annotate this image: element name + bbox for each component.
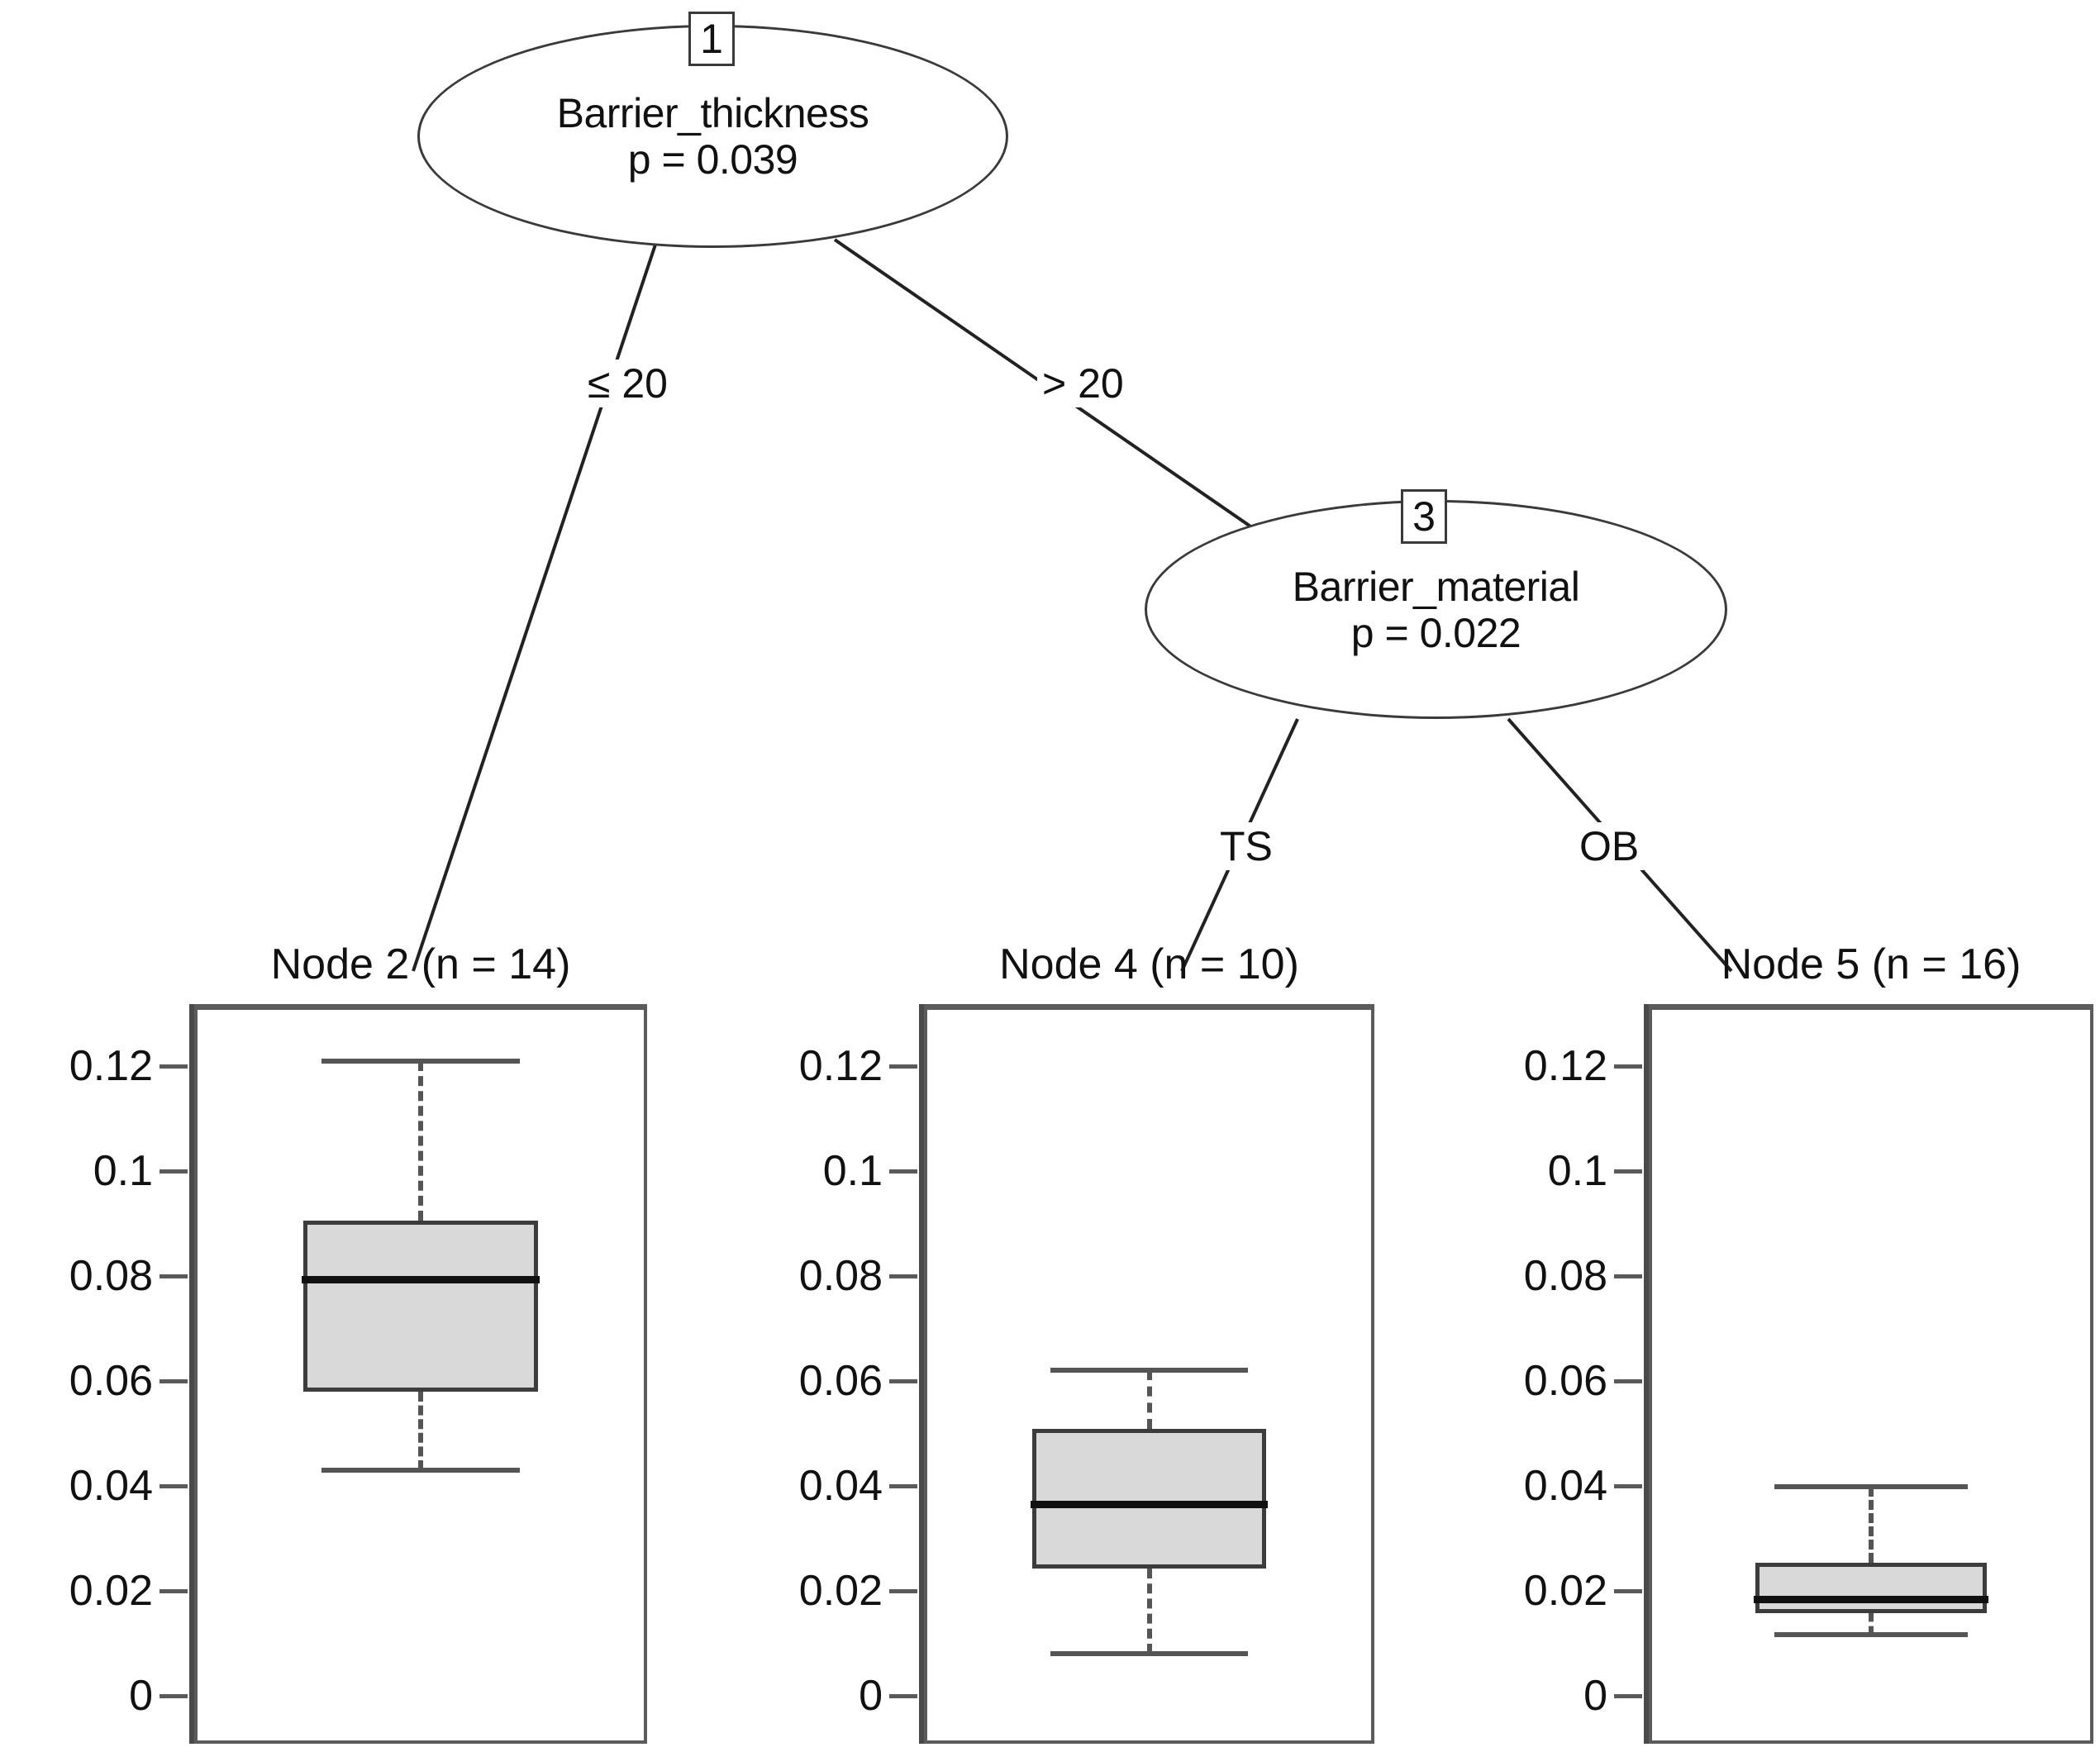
y-tick <box>1614 1589 1642 1593</box>
y-tick <box>160 1379 188 1383</box>
y-tick-label: 0.12 <box>798 1042 883 1090</box>
y-tick <box>1614 1274 1642 1278</box>
whisker-upper <box>418 1060 423 1221</box>
y-axis-line <box>1644 1004 1649 1744</box>
tree-node-3-badge: 3 <box>1401 489 1447 544</box>
y-tick <box>889 1274 917 1278</box>
panel-title: Node 5 (n = 16) <box>1721 940 2021 988</box>
y-tick <box>889 1169 917 1174</box>
y-tick <box>889 1589 917 1593</box>
y-tick <box>160 1694 188 1698</box>
y-tick <box>889 1694 917 1698</box>
whisker-cap-upper <box>1774 1484 1969 1490</box>
y-tick-label: 0.1 <box>822 1147 883 1195</box>
whisker-cap-lower <box>321 1467 520 1473</box>
y-tick-label: 0.02 <box>69 1567 153 1615</box>
y-axis-line <box>919 1004 924 1744</box>
y-tick <box>1614 1064 1642 1069</box>
tree-edges <box>412 238 1733 973</box>
y-tick <box>889 1064 917 1069</box>
y-tick-label: 0.1 <box>1547 1147 1607 1195</box>
y-tick <box>889 1484 917 1488</box>
box-iqr <box>1755 1562 1987 1613</box>
edge-label-le-20: ≤ 20 <box>583 359 673 407</box>
whisker-lower <box>1146 1568 1152 1654</box>
y-tick <box>160 1064 188 1069</box>
y-tick-label: 0.06 <box>69 1357 153 1405</box>
y-tick <box>160 1484 188 1488</box>
y-tick-label: 0.12 <box>1523 1042 1607 1090</box>
median-line <box>301 1276 540 1284</box>
y-tick-label: 0.1 <box>93 1147 153 1195</box>
whisker-upper <box>1869 1487 1874 1563</box>
y-tick-label: 0.08 <box>1523 1252 1607 1300</box>
y-tick-label: 0 <box>129 1672 153 1720</box>
y-tick-label: 0.06 <box>1523 1357 1607 1405</box>
whisker-lower <box>1869 1612 1874 1635</box>
whisker-lower <box>418 1391 423 1470</box>
y-tick-label: 0.04 <box>69 1462 153 1510</box>
whisker-cap-lower <box>1050 1651 1248 1657</box>
edge-label-ts: TS <box>1215 822 1278 870</box>
y-tick <box>1614 1484 1642 1488</box>
y-tick-label: 0.08 <box>798 1252 883 1300</box>
tree-node-3-label: Barrier_material <box>1292 563 1580 610</box>
y-tick-label: 0.02 <box>1523 1567 1607 1615</box>
y-tick-label: 0.12 <box>69 1042 153 1090</box>
y-tick <box>160 1274 188 1278</box>
panel-title: Node 4 (n = 10) <box>999 940 1299 988</box>
y-tick-label: 0.08 <box>69 1252 153 1300</box>
median-line <box>1754 1595 1988 1603</box>
y-tick-label: 0.04 <box>1523 1462 1607 1510</box>
y-tick-label: 0.02 <box>798 1567 883 1615</box>
box-iqr <box>1031 1429 1267 1569</box>
tree-node-1-pvalue: p = 0.039 <box>627 136 798 183</box>
y-tick <box>160 1589 188 1593</box>
y-tick-label: 0 <box>1583 1672 1607 1720</box>
whisker-cap-upper <box>1050 1367 1248 1373</box>
y-tick <box>1614 1694 1642 1698</box>
y-tick <box>889 1379 917 1383</box>
y-tick <box>1614 1379 1642 1383</box>
tree-node-1-label: Barrier_thickness <box>556 90 869 136</box>
y-tick <box>160 1169 188 1174</box>
box-iqr <box>302 1221 539 1392</box>
panel-title: Node 2 (n = 14) <box>270 940 571 988</box>
y-tick <box>1614 1169 1642 1174</box>
y-tick-label: 0 <box>859 1672 883 1720</box>
whisker-cap-lower <box>1774 1631 1969 1637</box>
y-tick-label: 0.04 <box>798 1462 883 1510</box>
whisker-upper <box>1146 1369 1152 1430</box>
y-tick-label: 0.06 <box>798 1357 883 1405</box>
whisker-cap-upper <box>321 1058 520 1064</box>
y-axis-line <box>189 1004 194 1744</box>
median-line <box>1030 1501 1269 1509</box>
tree-node-3-pvalue: p = 0.022 <box>1350 609 1521 656</box>
edge-label-ob: OB <box>1574 822 1645 870</box>
tree-node-1-badge: 1 <box>688 12 735 66</box>
edge-label-gt-20: > 20 <box>1037 359 1129 407</box>
